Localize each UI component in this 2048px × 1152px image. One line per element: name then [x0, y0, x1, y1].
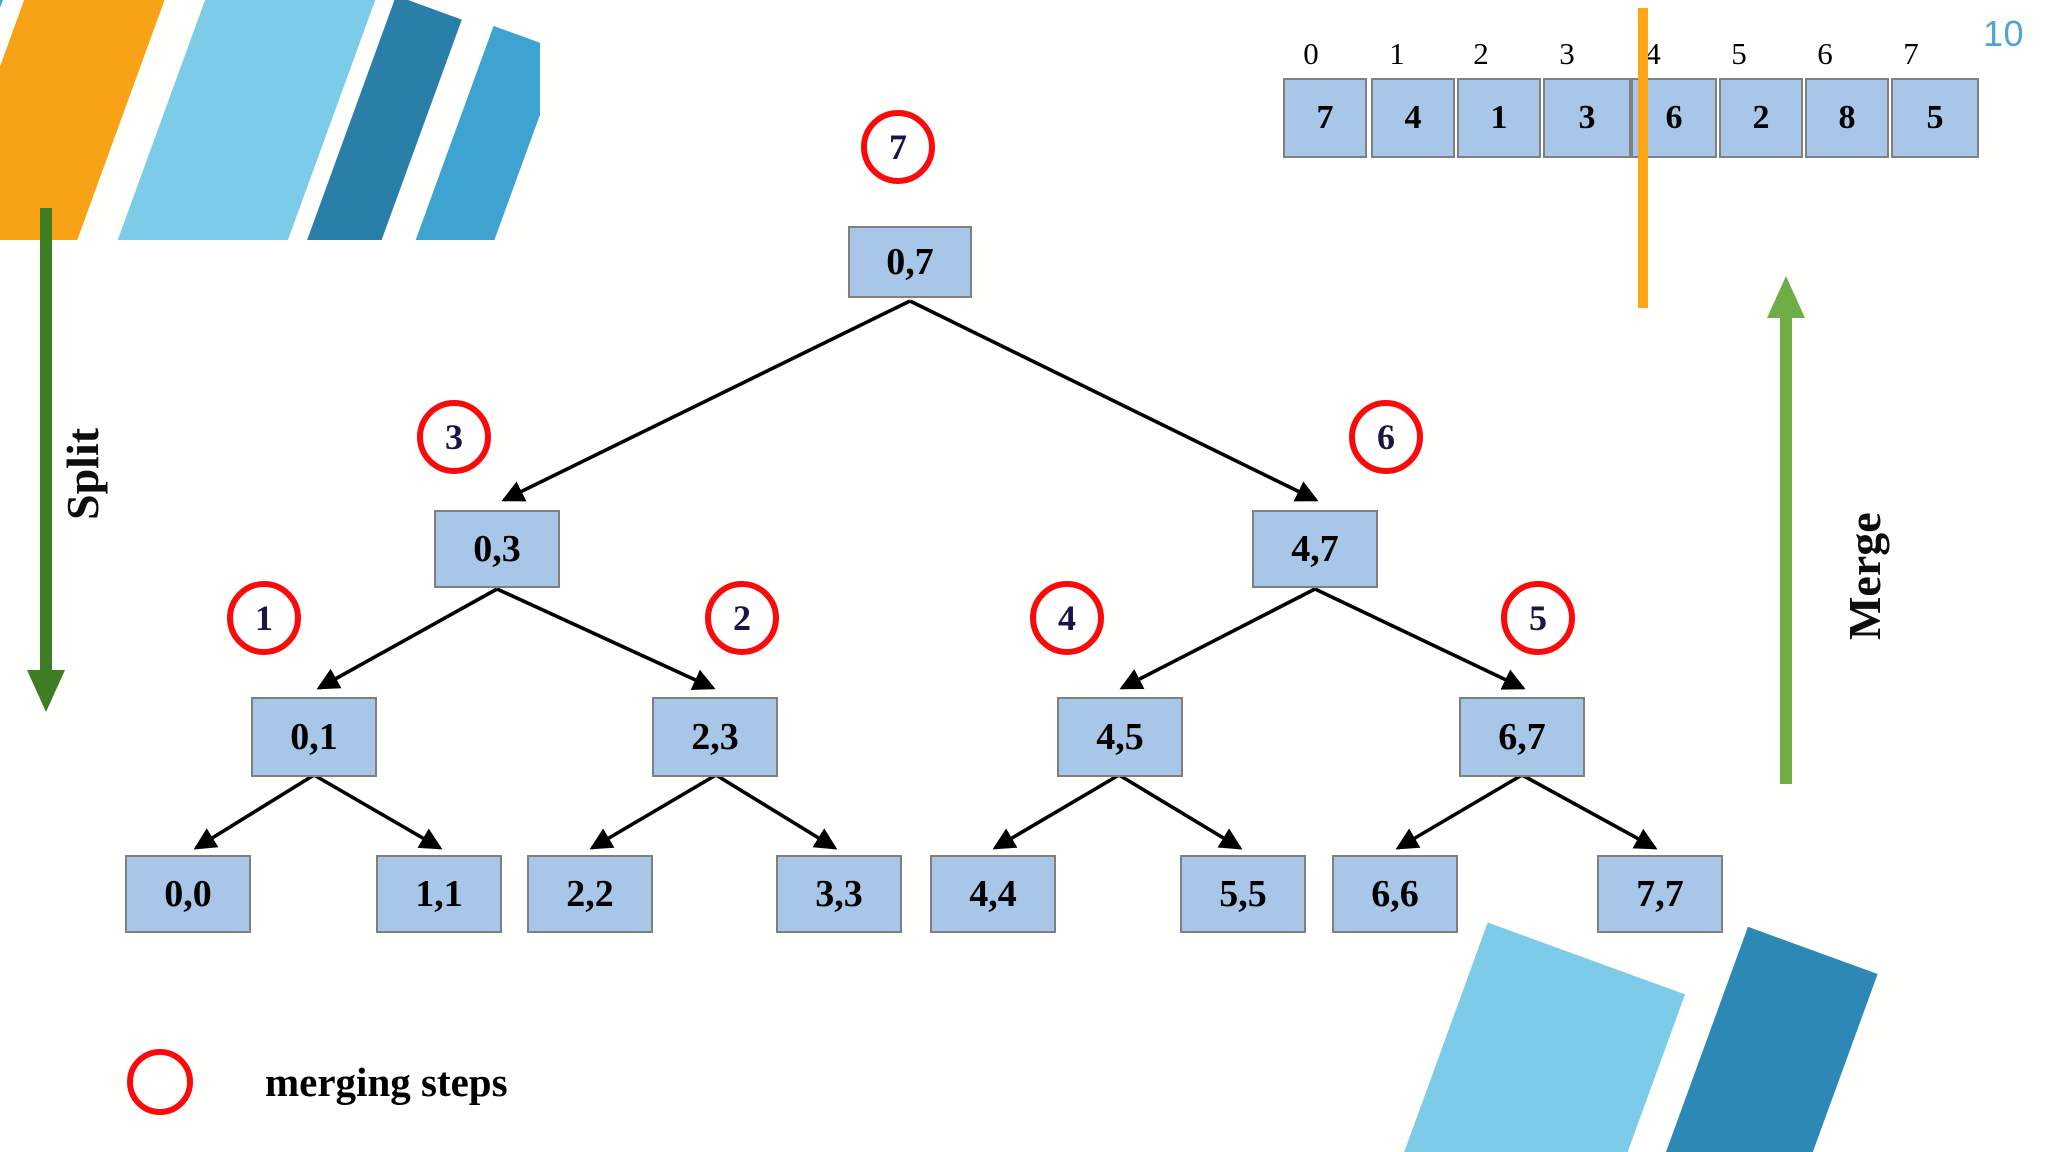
- tree-node-0-7[interactable]: 0,7: [848, 226, 972, 298]
- edge-6-7-to-7-7: [1521, 773, 1658, 850]
- ribbon-br-light-blue: [1380, 922, 1686, 1152]
- array-index-5: 5: [1731, 36, 1747, 71]
- step-marker-5[interactable]: 5: [1501, 581, 1575, 655]
- tree-node-4-7[interactable]: 4,7: [1252, 510, 1378, 588]
- edge-4-5-to-4-4: [992, 773, 1120, 850]
- tree-node-6-6[interactable]: 6,6: [1332, 855, 1458, 933]
- tree-node-3-3[interactable]: 3,3: [776, 855, 902, 933]
- edge-4-7-to-6-7: [1314, 587, 1526, 690]
- array-index-1: 1: [1389, 36, 1405, 71]
- tree-node-5-5[interactable]: 5,5: [1180, 855, 1306, 933]
- tree-node-0-3[interactable]: 0,3: [434, 510, 560, 588]
- decorative-ribbons-top-left: [0, 0, 540, 240]
- step-marker-3[interactable]: 3: [417, 400, 491, 474]
- legend-label: merging steps: [265, 1059, 508, 1105]
- tree-node-2-3[interactable]: 2,3: [652, 697, 778, 777]
- edge-0-7-to-0-3: [501, 299, 911, 502]
- array-index-2: 2: [1473, 36, 1489, 71]
- step-marker-7[interactable]: 7: [861, 110, 935, 184]
- tree-node-4-5[interactable]: 4,5: [1057, 697, 1183, 777]
- tree-node-2-2[interactable]: 2,2: [527, 855, 653, 933]
- ribbon-orange: [0, 0, 183, 240]
- decorative-ribbons-bottom-right: [1380, 922, 1878, 1152]
- merge-arrow: [1767, 276, 1805, 784]
- step-marker-4[interactable]: 4: [1030, 581, 1104, 655]
- merge-arrow-label: Merge: [1839, 512, 1890, 640]
- tree-node-0-1[interactable]: 0,1: [251, 697, 377, 777]
- array-cell-6[interactable]: 8: [1805, 78, 1889, 158]
- step-marker-6[interactable]: 6: [1349, 400, 1423, 474]
- edge-0-3-to-2-3: [496, 587, 716, 691]
- array-cell-0[interactable]: 7: [1283, 78, 1367, 158]
- ribbon-mid-blue-2: [401, 25, 540, 240]
- split-arrow: [27, 208, 65, 712]
- array-cell-3[interactable]: 3: [1543, 78, 1631, 158]
- array-cell-1[interactable]: 4: [1371, 78, 1455, 158]
- array-split-divider: [1638, 8, 1648, 308]
- tree-node-0-0[interactable]: 0,0: [125, 855, 251, 933]
- edge-4-5-to-5-5: [1118, 773, 1243, 850]
- edge-0-3-to-0-1: [316, 587, 498, 690]
- array-index-3: 3: [1559, 36, 1575, 71]
- array-index-7: 7: [1903, 36, 1919, 71]
- tree-node-1-1[interactable]: 1,1: [376, 855, 502, 933]
- array-cell-5[interactable]: 2: [1719, 78, 1803, 158]
- ribbon-light-blue: [78, 0, 376, 240]
- array-index-4: 4: [1645, 36, 1661, 71]
- edge-0-7-to-4-7: [909, 299, 1319, 502]
- edge-2-3-to-3-3: [715, 773, 838, 850]
- edge-2-3-to-2-2: [589, 773, 717, 850]
- split-arrow-shaft: [40, 208, 52, 674]
- legend: merging steps: [127, 1049, 508, 1115]
- legend-circle-icon: [127, 1049, 193, 1115]
- array-index-6: 6: [1817, 36, 1833, 71]
- split-arrow-head: [27, 670, 65, 712]
- step-marker-2[interactable]: 2: [705, 581, 779, 655]
- merge-arrow-shaft: [1780, 314, 1792, 784]
- merge-arrow-head: [1767, 276, 1805, 318]
- array-cell-2[interactable]: 1: [1457, 78, 1541, 158]
- edge-0-1-to-1-1: [313, 773, 443, 850]
- tree-node-6-7[interactable]: 6,7: [1459, 697, 1585, 777]
- edge-0-1-to-0-0: [193, 773, 315, 850]
- ribbon-br-deep-teal: [1525, 926, 1878, 1152]
- ribbon-dark-teal: [303, 0, 462, 240]
- slide-number: 10: [1982, 13, 2024, 54]
- edge-4-7-to-4-5: [1119, 587, 1316, 690]
- edge-6-7-to-6-6: [1395, 773, 1523, 850]
- step-marker-1[interactable]: 1: [227, 581, 301, 655]
- tree-node-4-4[interactable]: 4,4: [930, 855, 1056, 933]
- array-cell-7[interactable]: 5: [1891, 78, 1979, 158]
- tree-node-7-7[interactable]: 7,7: [1597, 855, 1723, 933]
- split-arrow-label: Split: [57, 427, 108, 520]
- array-index-0: 0: [1303, 36, 1319, 71]
